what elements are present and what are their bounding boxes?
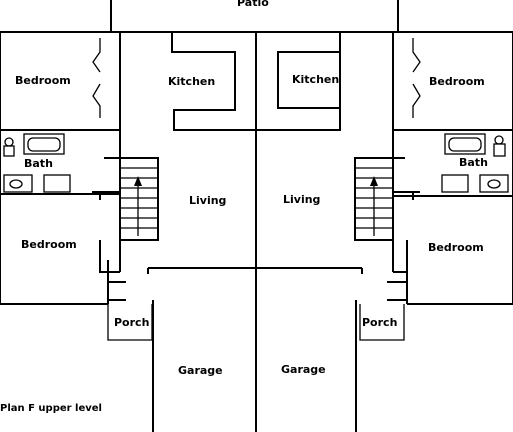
left-bath-fixtures — [3, 133, 71, 193]
bath-left-label: Bath — [24, 157, 53, 170]
plan-caption: Plan F upper level — [0, 403, 102, 414]
living-left-label: Living — [189, 194, 226, 207]
right-porch — [359, 304, 405, 341]
kitchen-right-label: Kitchen — [292, 73, 339, 86]
living-right-label: Living — [283, 193, 320, 206]
bedroom-bottom-left-label: Bedroom — [21, 238, 77, 251]
garage-left-label: Garage — [178, 364, 223, 377]
right-staircase — [354, 157, 405, 241]
right-bath-fixtures — [441, 133, 509, 193]
porch-left-label: Porch — [114, 316, 149, 329]
patio-label: Patio — [237, 0, 269, 9]
bedroom-bottom-right-label: Bedroom — [428, 241, 484, 254]
bath-right-label: Bath — [459, 156, 488, 169]
porch-right-label: Porch — [362, 316, 397, 329]
garage-walls — [152, 300, 357, 432]
right-unit-partitions — [387, 38, 513, 304]
kitchen-left-label: Kitchen — [168, 75, 215, 88]
kitchen-counter-right — [256, 32, 341, 131]
garage-right-label: Garage — [281, 363, 326, 376]
kitchen-counter-left — [171, 32, 257, 131]
bedroom-top-right-label: Bedroom — [429, 75, 485, 88]
left-unit-partitions — [0, 38, 126, 304]
left-staircase — [104, 157, 159, 241]
bedroom-top-left-label: Bedroom — [15, 74, 71, 87]
